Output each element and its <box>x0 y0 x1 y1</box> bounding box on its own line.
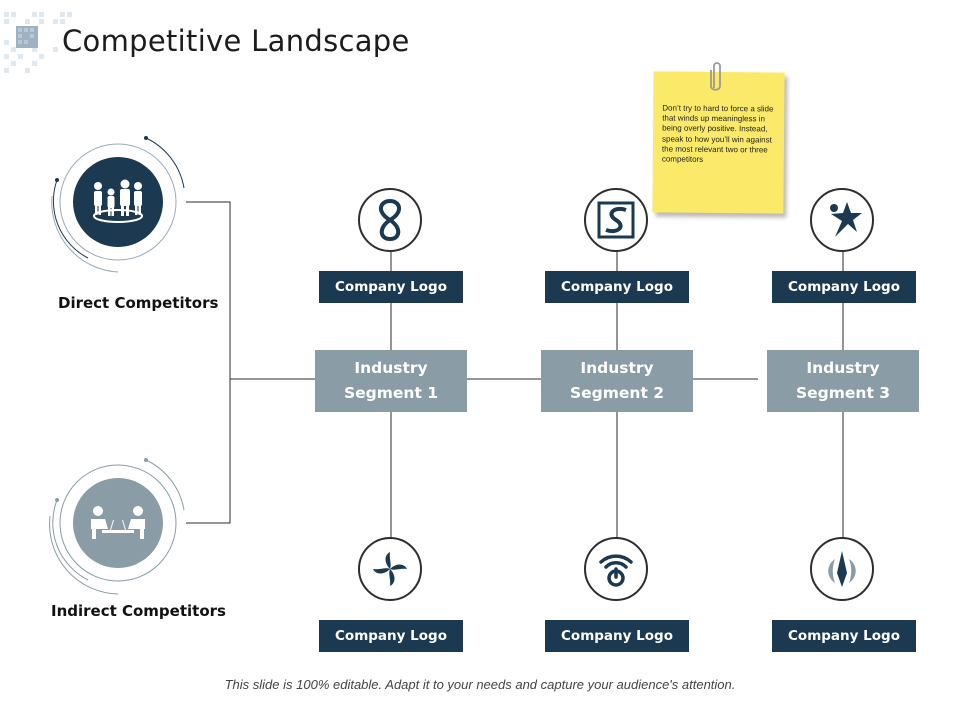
top-logo-3-circle <box>810 188 874 252</box>
bottom-company-logo-3-button[interactable]: Company Logo <box>772 620 916 652</box>
team-meeting-icon <box>93 179 143 223</box>
top-company-logo-3-button[interactable]: Company Logo <box>772 271 916 303</box>
sticky-note-text: Don’t try to hard to force a slide that … <box>661 103 774 164</box>
segment-1-line1: Industry <box>354 359 428 377</box>
segment-2-line2: Segment 2 <box>569 384 665 402</box>
industry-segment-3-box[interactable]: Industry Segment 3 <box>767 350 919 412</box>
arrow-wings-icon <box>828 551 856 587</box>
segment-1-line2: Segment 1 <box>343 384 439 402</box>
decorative-grid <box>4 12 72 73</box>
star-figure-icon <box>830 202 862 237</box>
bottom-logo-1-circle <box>358 537 422 601</box>
top-company-logo-1-button[interactable]: Company Logo <box>319 271 463 303</box>
indirect-competitors-icon-circle <box>73 478 163 568</box>
infinity-loop-icon <box>379 198 401 242</box>
top-logo-2-circle <box>584 188 648 252</box>
paperclip-icon <box>710 62 721 91</box>
segment-3-line2: Segment 3 <box>795 384 891 402</box>
bottom-logo-2-circle <box>584 537 648 601</box>
bottom-company-logo-2-button[interactable]: Company Logo <box>545 620 689 652</box>
pinwheel-icon <box>373 552 407 586</box>
square-s-icon <box>597 201 635 239</box>
bottom-company-logo-1-button[interactable]: Company Logo <box>319 620 463 652</box>
bottom-logo-3-circle <box>810 537 874 601</box>
power-wifi-icon <box>599 554 633 587</box>
top-logo-1-circle <box>358 188 422 252</box>
industry-segment-1-box[interactable]: Industry Segment 1 <box>315 350 467 412</box>
slide-title: Competitive Landscape <box>62 24 410 58</box>
direct-competitors-icon-circle <box>73 157 163 247</box>
direct-competitors-label: Direct Competitors <box>58 294 219 312</box>
industry-segment-2-box[interactable]: Industry Segment 2 <box>541 350 693 412</box>
top-company-logo-2-button[interactable]: Company Logo <box>545 271 689 303</box>
segment-2-line1: Industry <box>580 359 654 377</box>
indirect-competitors-label: Indirect Competitors <box>51 602 226 620</box>
segment-3-line1: Industry <box>806 359 880 377</box>
people-at-desk-icon <box>91 506 145 539</box>
footer-note: This slide is 100% editable. Adapt it to… <box>224 677 736 692</box>
